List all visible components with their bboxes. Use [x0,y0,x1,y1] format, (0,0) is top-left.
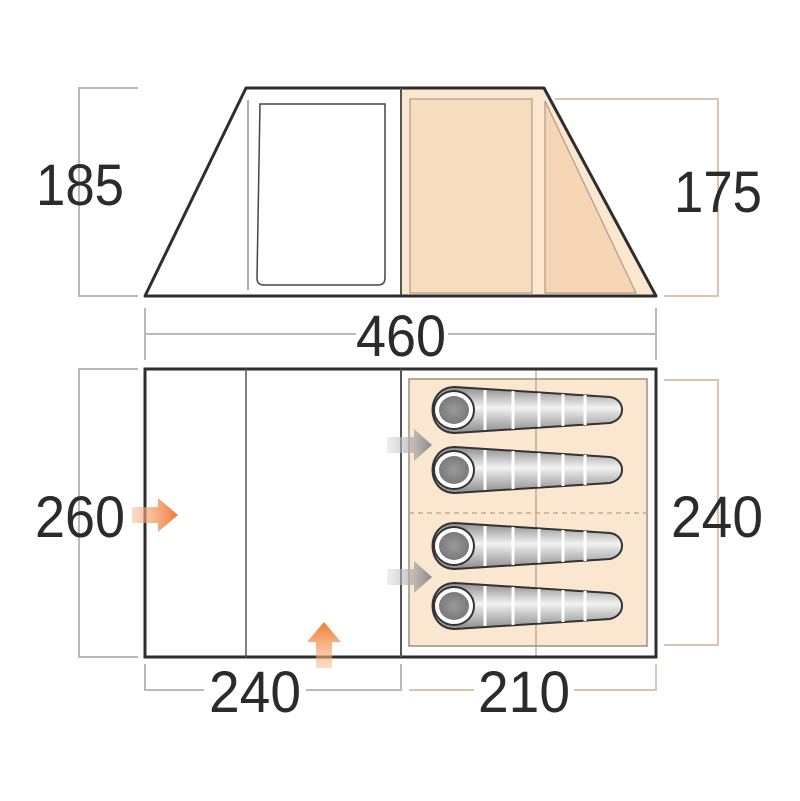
side-view: 185 175 [36,86,762,298]
height-left-bracket [78,87,138,297]
bottom-dimensions: 240 210 [144,660,657,725]
total-length-dimension: 460 [144,304,657,369]
total-length-label: 460 [356,304,446,369]
width-left-label: 260 [35,485,125,550]
bedroom-length-label: 210 [478,660,570,725]
width-right-label: 240 [671,485,763,550]
living-length-bracket [306,664,402,691]
side-entrance-arrow-icon [132,498,178,532]
side-rear-slope [544,100,637,294]
bedroom-length-bracket [574,664,657,691]
bedroom-door-arrow-icon [387,561,432,593]
side-bedroom-window [409,98,533,294]
height-left-label: 185 [36,153,124,218]
width-right-bracket [664,379,719,646]
living-length-label: 240 [209,660,301,725]
living-length-bracket [144,664,204,691]
height-right-label: 175 [674,160,762,225]
front-entrance-arrow-icon [307,622,341,668]
side-front-window [256,103,386,286]
bedroom-door-arrow-icon [387,429,432,461]
height-right-bracket [555,98,719,297]
plan-view: 260 240 [35,367,763,668]
width-left-bracket [78,368,138,658]
